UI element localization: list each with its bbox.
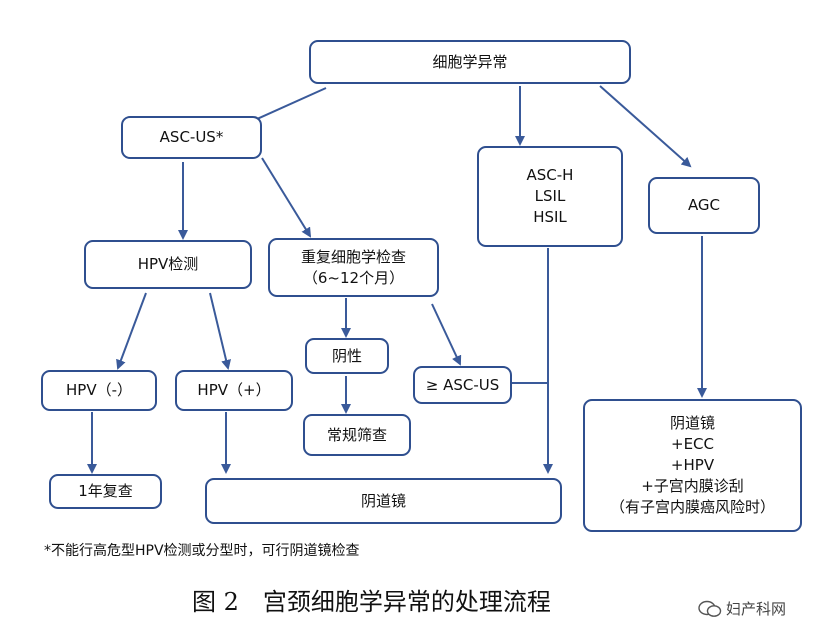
node-recheck-1yr-label: 1年复查 bbox=[78, 482, 133, 500]
node-hpv-positive-label: HPV（+） bbox=[197, 381, 271, 399]
figure-caption: 图 2 宫颈细胞学异常的处理流程 bbox=[192, 588, 551, 616]
arrow-hpv-test-to-pos bbox=[209, 292, 231, 370]
node-colposcopy-ecc-line-1: 阴道镜 bbox=[669, 414, 715, 432]
node-repeat-cytology-line-1: 重复细胞学检查 bbox=[300, 247, 406, 266]
arrow-root-to-agc bbox=[599, 85, 692, 168]
node-colposcopy-ecc-line-4: +子宫内膜诊刮 bbox=[641, 477, 744, 495]
node-routine-screening: 常规筛查 bbox=[303, 414, 411, 456]
node-high-grade-line-1: ASC-H bbox=[526, 166, 574, 184]
node-root: 细胞学异常 bbox=[309, 40, 631, 84]
node-ge-asc-us-label: ≥ ASC-US bbox=[425, 375, 500, 394]
node-root-label: 细胞学异常 bbox=[432, 52, 508, 71]
node-colposcopy: 阴道镜 bbox=[205, 478, 562, 524]
node-negative: 阴性 bbox=[305, 338, 389, 374]
node-repeat-cytology-line-2: （6~12个月） bbox=[302, 268, 405, 287]
node-colposcopy-ecc-line-2: +ECC bbox=[671, 435, 714, 453]
node-colposcopy-ecc-line-5: （有子宫内膜癌风险时） bbox=[609, 498, 775, 516]
node-agc: AGC bbox=[648, 177, 760, 234]
arrow-asc-us-to-repeat-cytology bbox=[261, 157, 312, 238]
node-high-grade-line-3: HSIL bbox=[533, 208, 567, 226]
chat-bubble-icon bbox=[698, 600, 722, 617]
node-agc-label: AGC bbox=[687, 196, 721, 214]
watermark: 妇产科网 bbox=[698, 598, 786, 619]
watermark-text: 妇产科网 bbox=[726, 600, 787, 618]
node-high-grade: ASC-H LSIL HSIL bbox=[477, 146, 623, 247]
arrow-hpv-test-to-neg bbox=[116, 292, 147, 370]
node-colposcopy-ecc: 阴道镜 +ECC +HPV +子宫内膜诊刮 （有子宫内膜癌风险时） bbox=[583, 399, 802, 532]
node-high-grade-line-2: LSIL bbox=[534, 187, 566, 205]
node-hpv-negative: HPV（-） bbox=[41, 370, 157, 411]
node-asc-us-label: ASC-US* bbox=[159, 128, 224, 146]
node-repeat-cytology: 重复细胞学检查 （6~12个月） bbox=[268, 238, 439, 297]
node-hpv-test-label: HPV检测 bbox=[137, 255, 199, 273]
footnote: *不能行高危型HPV检测或分型时，可行阴道镜检查 bbox=[44, 543, 360, 559]
node-recheck-1yr: 1年复查 bbox=[49, 474, 162, 509]
node-hpv-negative-label: HPV（-） bbox=[66, 381, 132, 399]
node-hpv-test: HPV检测 bbox=[84, 240, 252, 289]
node-hpv-positive: HPV（+） bbox=[175, 370, 293, 411]
node-ge-asc-us: ≥ ASC-US bbox=[413, 366, 512, 404]
node-asc-us: ASC-US* bbox=[121, 116, 262, 159]
node-colposcopy-label: 阴道镜 bbox=[360, 491, 406, 510]
node-routine-screening-label: 常规筛查 bbox=[326, 425, 387, 444]
node-negative-label: 阴性 bbox=[331, 346, 362, 365]
node-colposcopy-ecc-line-3: +HPV bbox=[670, 456, 715, 474]
arrow-repeat-to-ge-asc-us bbox=[431, 303, 462, 366]
